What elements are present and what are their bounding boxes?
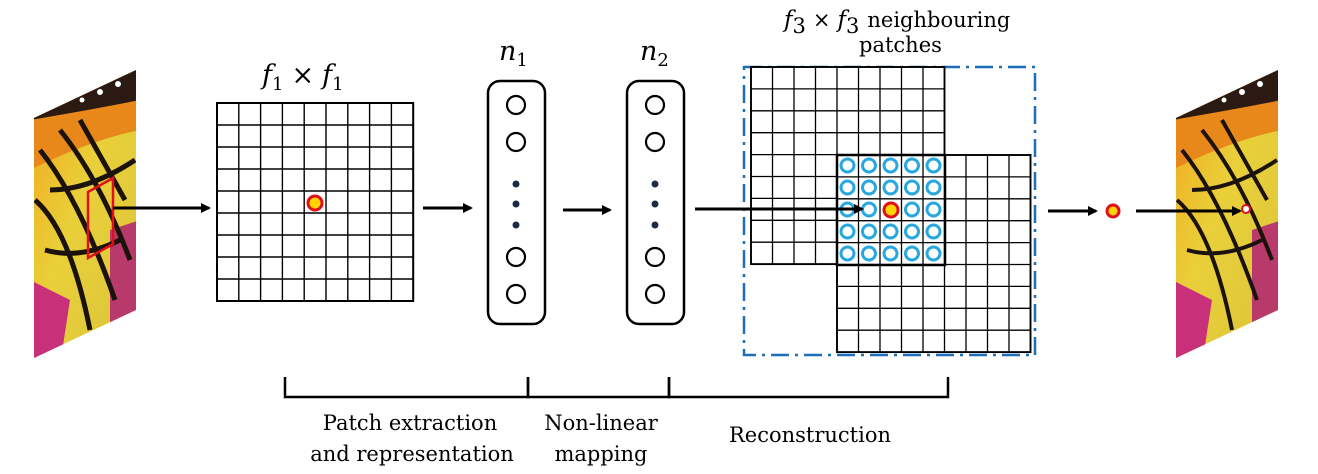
- stage-label-patch-extraction: Patch extraction: [323, 411, 497, 435]
- input-patch-outline: [86, 175, 115, 261]
- stage-brackets: [283, 377, 950, 399]
- layer-n2-nodes: [644, 94, 666, 305]
- neighbour-circle: [839, 245, 856, 262]
- neighbour-circle: [839, 157, 856, 174]
- neighbour-circle: [882, 223, 899, 240]
- f1-label: f1×f1: [260, 60, 344, 95]
- stage-label-reconstruction: Reconstruction: [729, 423, 891, 447]
- neighbour-circle: [925, 179, 942, 196]
- output-pixel-marker: [1241, 204, 1251, 214]
- stage-label-patch-extraction-line2: and representation: [310, 442, 514, 466]
- neighbour-circle: [904, 223, 920, 240]
- flow-arrows: [113, 203, 1242, 216]
- center-pixel-f1: [306, 194, 324, 212]
- neighbour-circle: [882, 157, 899, 174]
- stage-label-nonlinear-line2: mapping: [554, 442, 647, 466]
- n2-label: n2: [640, 36, 669, 71]
- neighbour-circle: [904, 201, 920, 218]
- neighbour-circle: [861, 157, 877, 174]
- neighbour-circle: [925, 223, 942, 240]
- neighbour-circle: [904, 179, 920, 196]
- n1-label: n1: [499, 36, 528, 71]
- neighbour-circle: [861, 201, 877, 218]
- neighbour-circle: [861, 245, 877, 262]
- neighbour-circle: [882, 179, 899, 196]
- stage-label-nonlinear: Non-linear: [544, 411, 659, 435]
- neighbour-circle: [839, 179, 856, 196]
- neighbour-circle: [925, 157, 942, 174]
- butterfly-highres-image: [1176, 70, 1278, 358]
- neighbour-circle: [882, 245, 899, 262]
- neighbour-circle: [904, 245, 920, 262]
- neighbour-circle: [861, 179, 877, 196]
- output-pixel: [1105, 203, 1121, 219]
- layer-n1-nodes: [505, 94, 527, 305]
- neighbour-circle: [839, 223, 856, 240]
- neighbour-circle: [861, 223, 877, 240]
- f3-caption-line2: patches: [859, 33, 942, 57]
- butterfly-lowres-image: [34, 70, 136, 358]
- neighbour-pixel-circles: [839, 157, 942, 262]
- neighbour-circle: [925, 201, 942, 218]
- center-pixel-reconstruction: [882, 201, 900, 219]
- neighbour-circle: [925, 245, 942, 262]
- neighbour-circle: [904, 157, 920, 174]
